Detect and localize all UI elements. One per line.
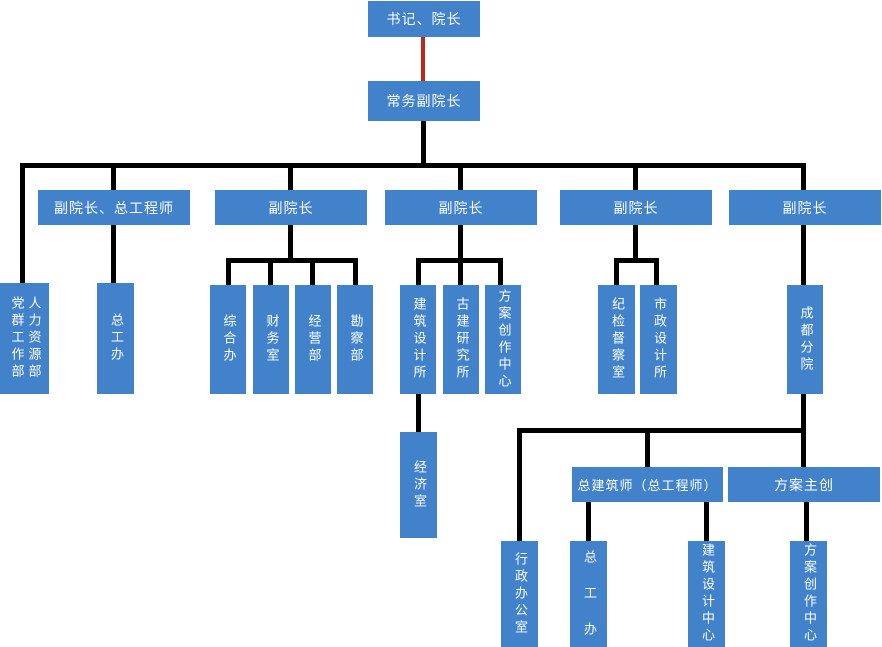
- org-node-label: 副院长: [268, 200, 314, 217]
- org-node-label: 经营部: [305, 314, 321, 365]
- connector-drop-branch5: [801, 163, 806, 190]
- connector-branch2-bar: [226, 258, 358, 263]
- org-node-chief-architect[interactable]: 总建筑师（总工程师）: [572, 467, 723, 502]
- connector-branch2-drop4: [353, 258, 358, 285]
- connector-branch3-stem: [458, 225, 463, 261]
- org-node-label: 总建筑师（总工程师）: [577, 479, 718, 494]
- connector-chengdu-stem: [801, 394, 806, 430]
- org-node-label: 经济室: [411, 459, 426, 511]
- org-node-label: 建筑设计中心: [699, 543, 714, 645]
- org-node-discipline-inspection-office[interactable]: 纪检督察室: [598, 285, 635, 394]
- org-node-label: 财务室: [263, 314, 279, 365]
- org-node-vice-dean-2[interactable]: 副院长: [215, 190, 367, 225]
- connector-branch4-stem: [633, 225, 638, 261]
- connector-drop-scheme-lead: [801, 428, 806, 467]
- org-node-exec-vice-dean[interactable]: 常务副院长: [368, 81, 480, 121]
- org-node-business-dept[interactable]: 经营部: [295, 285, 331, 394]
- connector-branch2-stem: [288, 225, 293, 261]
- connector-drop-chief-architect: [645, 428, 650, 467]
- org-node-vice-dean-3[interactable]: 副院长: [385, 190, 537, 225]
- org-node-arch-design-center[interactable]: 建筑设计中心: [688, 541, 725, 647]
- org-node-municipal-design-institute[interactable]: 市政设计所: [640, 285, 677, 394]
- connector-branch2-drop1: [226, 258, 231, 285]
- org-node-label: 市政设计所: [651, 297, 666, 382]
- org-node-cd-chief-engineer-office[interactable]: 总 工 办: [570, 541, 607, 647]
- org-node-party-mass-and-hr[interactable]: 党群工作部 人力资源部: [0, 283, 49, 394]
- connector-chengdu-bar: [517, 428, 806, 433]
- org-node-label: 方案创作中心: [801, 543, 816, 645]
- org-node-label: 古建研究所: [453, 297, 469, 382]
- connector-drop-cd-chief-eng: [586, 502, 591, 541]
- org-node-arch-design-institute[interactable]: 建筑设计所: [400, 285, 436, 394]
- org-node-label: 建筑设计所: [410, 297, 426, 382]
- org-node-admin-office[interactable]: 行政办公室: [501, 541, 538, 647]
- connector-drop-cd-design-center: [704, 502, 709, 541]
- org-node-secretary-dean[interactable]: 书记、院长: [368, 1, 480, 37]
- org-node-label: 总 工 办: [581, 549, 596, 639]
- connector-branch5-child: [801, 225, 806, 285]
- connector-drop-branch3: [458, 166, 463, 190]
- org-node-vice-dean-5[interactable]: 副院长: [729, 190, 881, 225]
- org-node-chief-engineer-office[interactable]: 总工办: [97, 283, 134, 394]
- connector-drop-branch2: [288, 166, 293, 190]
- org-node-survey-dept[interactable]: 勘察部: [337, 285, 373, 394]
- org-node-label: 方案创作中心: [495, 288, 511, 391]
- connector-branch4-drop2: [654, 258, 659, 285]
- org-node-label: 总工办: [108, 313, 123, 364]
- connector-branch3-drop1: [416, 258, 421, 285]
- org-node-economy-office[interactable]: 经济室: [400, 432, 437, 538]
- org-node-label: 勘察部: [347, 314, 363, 365]
- org-node-label: 党群工作部: [8, 296, 24, 381]
- org-node-cd-scheme-creation-center[interactable]: 方案创作中心: [790, 541, 827, 647]
- org-node-scheme-creation-center[interactable]: 方案创作中心: [485, 285, 521, 394]
- org-node-label: 书记、院长: [386, 12, 462, 28]
- connector-branch4-drop1: [614, 258, 619, 285]
- org-node-label: 综合办: [220, 314, 236, 365]
- connector-branch2-drop2: [268, 258, 273, 285]
- org-node-label: 行政办公室: [512, 551, 527, 637]
- connector-drop-branch1: [111, 166, 116, 190]
- connector-drop-staff: [20, 163, 25, 283]
- org-node-ancient-arch-institute[interactable]: 古建研究所: [443, 285, 479, 394]
- org-node-vice-dean-4[interactable]: 副院长: [560, 190, 712, 225]
- org-node-label: 副院长: [438, 200, 484, 217]
- connector-trunk: [421, 121, 426, 168]
- connector-branch4-bar: [614, 258, 659, 263]
- org-node-label: 人力资源部: [25, 296, 41, 381]
- org-node-general-office[interactable]: 综合办: [210, 285, 246, 394]
- connector-drop-admin-office: [517, 428, 522, 541]
- org-node-finance-office[interactable]: 财务室: [253, 285, 289, 394]
- org-node-vice-dean-chief-engineer[interactable]: 副院长、总工程师: [38, 190, 190, 225]
- org-node-label: 纪检督察室: [609, 297, 624, 382]
- connector-branch3-drop3: [498, 258, 503, 285]
- org-node-label: 副院长: [613, 200, 659, 217]
- connector-main-bar: [20, 163, 806, 168]
- org-node-scheme-lead[interactable]: 方案主创: [728, 467, 880, 502]
- org-node-label: 常务副院长: [386, 94, 462, 110]
- org-node-label: 副院长: [782, 200, 828, 217]
- org-node-label: 方案主创: [774, 477, 834, 494]
- org-node-label: 副院长、总工程师: [54, 200, 174, 217]
- connector-economy-office: [416, 394, 421, 432]
- org-node-label: 成都分院: [797, 305, 813, 374]
- org-node-chengdu-branch[interactable]: 成都分院: [787, 285, 823, 394]
- connector-drop-branch4: [633, 166, 638, 190]
- connector-branch2-drop3: [310, 258, 315, 285]
- connector-drop-cd-scheme-center: [804, 502, 809, 541]
- connector-branch1-child: [111, 225, 116, 283]
- connector-branch3-drop2: [458, 258, 463, 285]
- connector-root-red: [421, 37, 425, 81]
